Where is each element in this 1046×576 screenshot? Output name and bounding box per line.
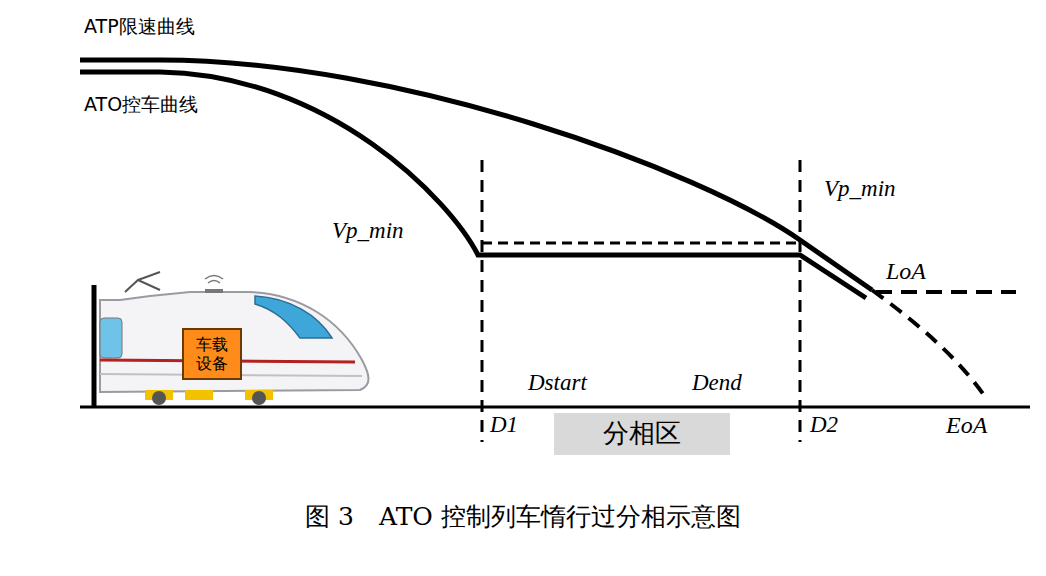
ato-curve xyxy=(80,72,866,298)
loa-line xyxy=(876,290,1016,294)
train xyxy=(100,272,369,405)
position-label: Dend xyxy=(690,370,744,396)
speed-label: Vp_min xyxy=(330,218,406,244)
d1-line xyxy=(481,160,484,442)
atp-curve-dashed xyxy=(872,290,986,398)
limit-label: LoA xyxy=(884,258,928,285)
figure-caption: 图 3 ATO 控制列车惰行过分相示意图 xyxy=(305,500,741,533)
position-label: D1 xyxy=(488,412,520,438)
d2-line xyxy=(799,160,802,442)
node-text: 分相区 xyxy=(603,418,681,449)
speed-label: Vp_min xyxy=(822,176,898,202)
position-label: Dstart xyxy=(526,370,589,396)
end-wall xyxy=(92,285,97,408)
curve-name: ATO控车曲线 xyxy=(82,92,200,118)
position-label: D2 xyxy=(808,412,840,438)
ground-line xyxy=(80,406,1030,409)
position-label: EoA xyxy=(944,412,989,439)
curve-name: ATP限速曲线 xyxy=(82,14,197,40)
node-text: 车载设备 xyxy=(196,335,228,373)
phase-separation-band: 分相区 xyxy=(554,413,730,455)
dashed-limit xyxy=(482,242,800,245)
onboard-unit-box: 车载设备 xyxy=(182,328,242,380)
